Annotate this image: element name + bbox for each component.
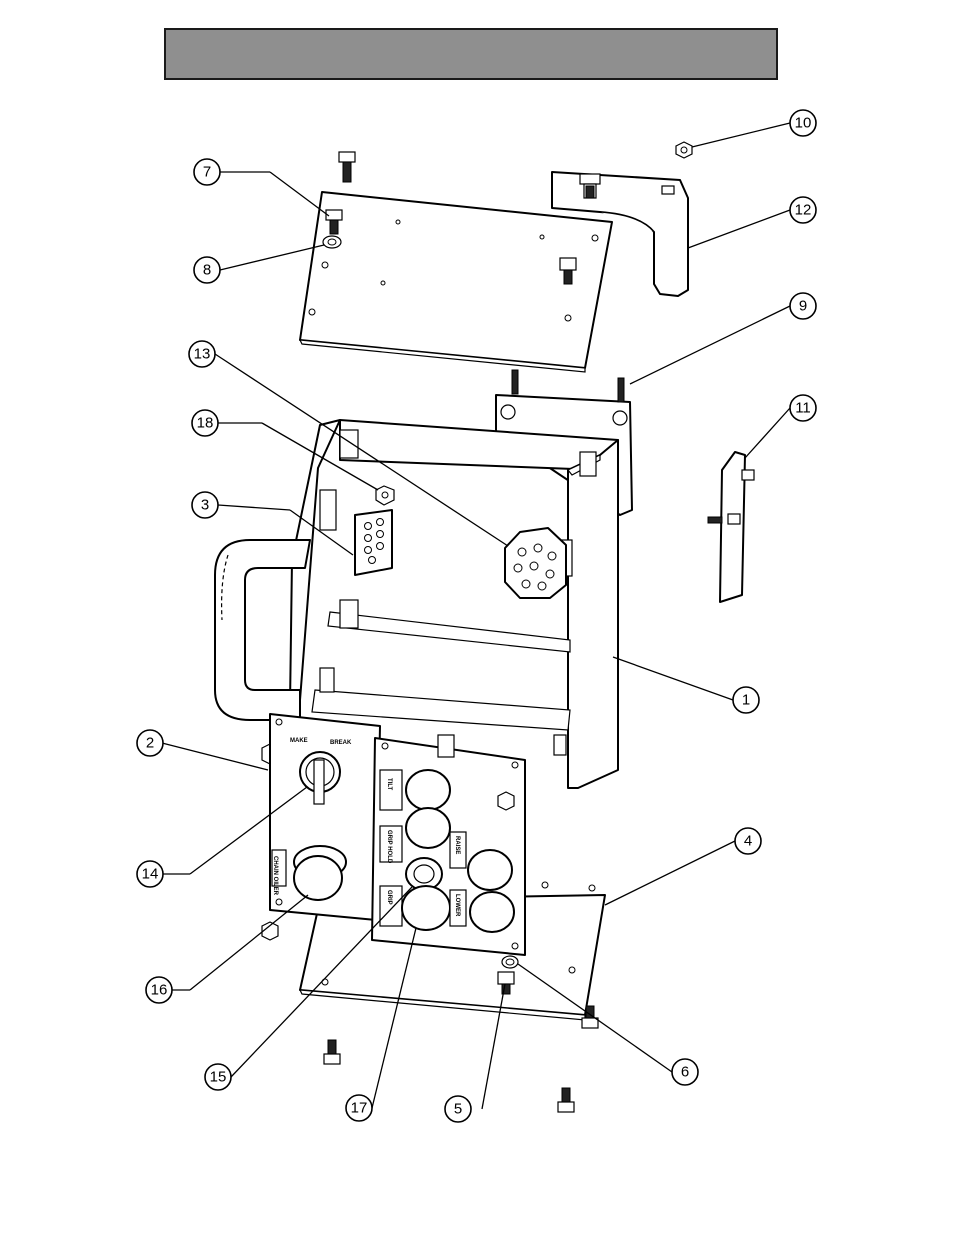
- connector-13: [504, 527, 567, 599]
- side-plate-11: [707, 451, 755, 603]
- leader-lines: [161, 122, 791, 1110]
- label-tilt: TILT: [386, 778, 392, 791]
- nut-16: [261, 921, 279, 941]
- callout-10-label: 10: [795, 115, 812, 132]
- callout-11: 11: [789, 394, 817, 422]
- callout-15: 15: [204, 1063, 232, 1091]
- fitting-18: [375, 485, 395, 506]
- callout-13-label: 13: [194, 346, 211, 363]
- callout-10: 10: [789, 109, 817, 137]
- top-mounting-plate: [298, 191, 613, 373]
- label-make: MAKE: [290, 738, 308, 744]
- label-chain-oiler: CHAIN OILER: [272, 856, 278, 896]
- callout-13: 13: [188, 340, 216, 368]
- plate-bolt: [559, 257, 577, 285]
- bottom-bolt-left: [323, 1039, 341, 1065]
- callout-17: 17: [345, 1094, 373, 1122]
- bracket-12: [551, 171, 689, 297]
- callout-18: 18: [191, 409, 219, 437]
- callout-15-label: 15: [210, 1069, 227, 1086]
- callout-6: 6: [671, 1058, 699, 1086]
- washer-6: [501, 955, 519, 969]
- callout-2: 2: [136, 729, 164, 757]
- callout-4-label: 4: [744, 833, 752, 850]
- terminal-block-3: [354, 509, 393, 576]
- left-control-panel-2: MAKE BREAK CHAIN OILER: [269, 713, 381, 921]
- callout-12: 12: [789, 196, 817, 224]
- callout-9: 9: [789, 292, 817, 320]
- callout-9-label: 9: [799, 298, 807, 315]
- label-grip: GRIP: [386, 890, 392, 905]
- label-raise: RAISE: [454, 836, 460, 854]
- callout-2-label: 2: [146, 735, 154, 752]
- label-grip-hold: GRIP HOLD: [386, 830, 392, 864]
- callout-16-label: 16: [151, 982, 168, 999]
- callout-3-label: 3: [201, 497, 209, 514]
- callout-16: 16: [145, 976, 173, 1004]
- callout-4: 4: [734, 827, 762, 855]
- bolt-7: [325, 209, 343, 235]
- callout-3: 3: [191, 491, 219, 519]
- title-banner: [164, 28, 778, 80]
- top-bolt: [338, 151, 356, 183]
- main-frame-1: [289, 419, 619, 789]
- callout-8-label: 8: [203, 262, 211, 279]
- nut-10: [675, 141, 693, 159]
- callout-1: 1: [732, 686, 760, 714]
- callout-18-label: 18: [197, 415, 214, 432]
- bolt-5: [497, 971, 515, 995]
- label-break: BREAK: [330, 740, 352, 746]
- callout-5-label: 5: [454, 1101, 462, 1118]
- callout-11-label: 11: [795, 400, 811, 417]
- label-lower: LOWER: [454, 894, 460, 917]
- callout-5: 5: [444, 1095, 472, 1123]
- callout-7: 7: [193, 158, 221, 186]
- callout-17-label: 17: [351, 1100, 368, 1117]
- washer-8: [322, 235, 342, 249]
- callout-14-label: 14: [142, 866, 159, 883]
- callout-12-label: 12: [795, 202, 812, 219]
- callout-8: 8: [193, 256, 221, 284]
- callout-7-label: 7: [203, 164, 211, 181]
- callout-6-label: 6: [681, 1064, 689, 1081]
- handle: [214, 539, 311, 721]
- callout-14: 14: [136, 860, 164, 888]
- bottom-bolt-right: [557, 1087, 575, 1113]
- right-control-panel: TILT GRIP HOLD RAISE GRIP LOWER: [371, 734, 526, 956]
- callout-1-label: 1: [742, 692, 750, 709]
